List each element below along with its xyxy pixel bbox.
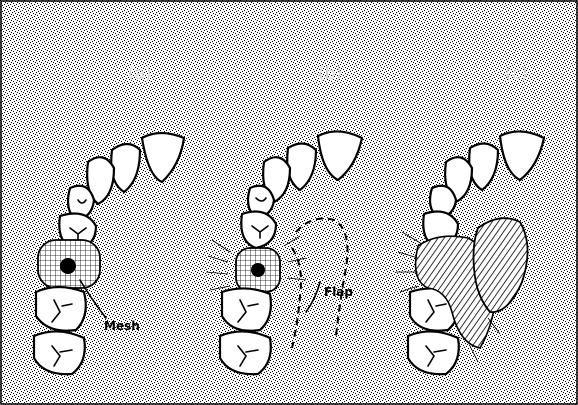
implant-site bbox=[251, 263, 265, 277]
panel-b-label: (b) bbox=[318, 64, 342, 84]
molar-2 bbox=[408, 331, 459, 374]
molar-1 bbox=[36, 287, 86, 331]
panel-c-label: (c) bbox=[505, 64, 528, 84]
molar-2 bbox=[220, 331, 271, 374]
panel-a-label: (a) bbox=[128, 64, 152, 84]
molar-1 bbox=[222, 288, 271, 330]
flap-annotation: Flap bbox=[324, 285, 353, 299]
implant-site bbox=[60, 258, 76, 274]
molar-2 bbox=[34, 331, 85, 374]
mesh-annotation: Mesh bbox=[104, 319, 140, 333]
